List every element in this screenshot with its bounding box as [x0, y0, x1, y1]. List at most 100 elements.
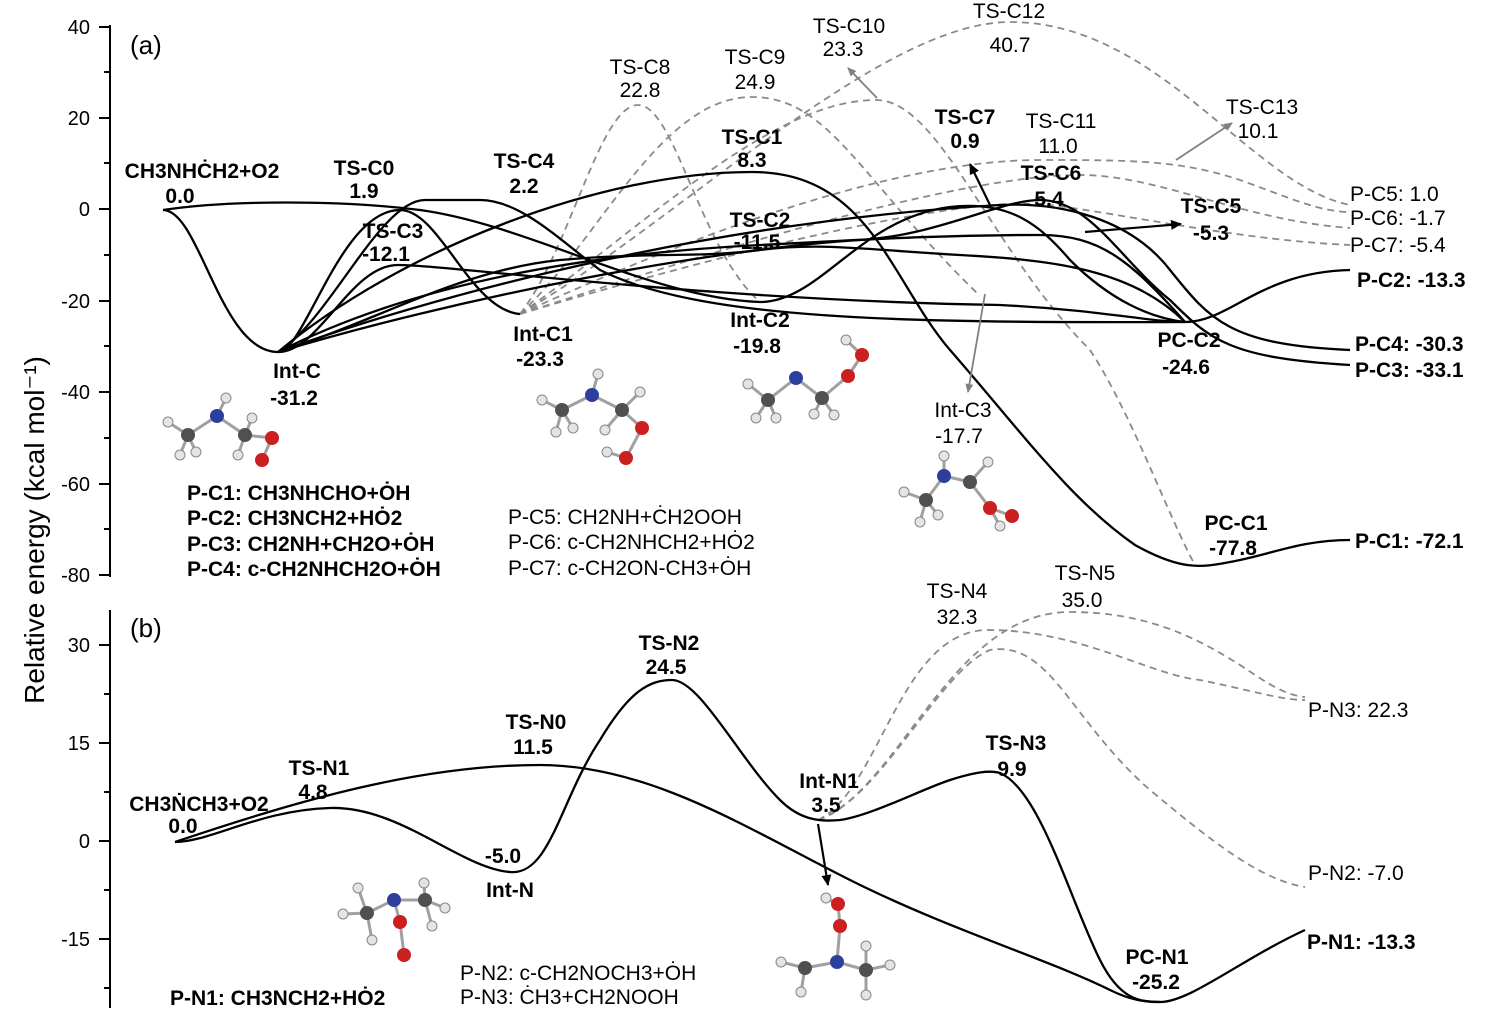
label-ts-c11-value: 11.0: [1038, 135, 1077, 158]
label-ts-c6-value: 5.4: [1034, 188, 1064, 211]
tick-a-0: 0: [79, 199, 90, 221]
label-int-n1-value: 3.5: [811, 794, 841, 817]
label-ts-c2-name: TS-C2: [730, 209, 791, 232]
label-ts-n4-value: 32.3: [937, 606, 978, 629]
tick-b-30: 30: [68, 635, 90, 657]
label-ts-c4-name: TS-C4: [494, 150, 555, 173]
product-p-n2: P-N2: -7.0: [1308, 862, 1404, 885]
label-ts-c4-value: 2.2: [509, 175, 538, 198]
label-reactant-a-name: CH3NHĊH2+O2: [125, 160, 280, 183]
molecule-int-c2: [742, 334, 869, 424]
label-ts-c9-value: 24.9: [735, 71, 776, 94]
panel-a-solid-paths: [162, 170, 1351, 568]
legend-b-bold-1: P-N1: CH3NCH2+HȮ2: [170, 987, 385, 1010]
label-int-c2-value: -19.8: [733, 335, 781, 358]
label-ts-c12-name: TS-C12: [973, 0, 1045, 23]
label-ts-c2-value: -11.5: [734, 231, 781, 254]
molecule-int-n1: [775, 892, 896, 1001]
label-int-c3-value: -17.7: [935, 425, 983, 448]
legend-a-bold-2: P-C2: CH3NCH2+HȮ2: [187, 507, 402, 530]
legend-a-bold-3: P-C3: CH2NH+CH2O+ȮH: [187, 533, 434, 556]
label-pc-n1-value: -25.2: [1132, 971, 1180, 994]
label-ts-c8-value: 22.8: [620, 79, 661, 102]
legend-a-bold-1: P-C1: CH3NHCHO+ȮH: [187, 482, 410, 505]
tick-b-m15: -15: [61, 929, 90, 951]
label-int-c-name: Int-C: [273, 360, 321, 383]
label-pc-c2-value: -24.6: [1162, 356, 1210, 379]
label-pc-c2-name: PC-C2: [1157, 329, 1220, 352]
tick-a-m80: -80: [61, 565, 90, 587]
label-int-c-value: -31.2: [270, 387, 318, 410]
label-ts-c7-value: 0.9: [950, 130, 979, 153]
label-ts-n5-name: TS-N5: [1055, 562, 1116, 585]
label-int-n1-name: Int-N1: [799, 770, 859, 793]
label-ts-c3-value: -12.1: [362, 243, 410, 266]
panel-b-dashed-paths: [817, 611, 1306, 888]
panel-a-arrows: [847, 67, 1233, 393]
legend-a-bold-4: P-C4: c-CH2NHCH2O+ȮH: [187, 558, 441, 581]
label-ts-c1-value: 8.3: [737, 149, 766, 172]
label-ts-n1-value: 4.8: [298, 781, 328, 804]
product-p-c3: P-C3: -33.1: [1355, 359, 1464, 382]
label-int-c1-value: -23.3: [516, 348, 564, 371]
product-p-c1: P-C1: -72.1: [1355, 530, 1464, 553]
tick-b-0: 0: [79, 831, 90, 853]
label-ts-c3-name: TS-C3: [363, 220, 424, 243]
label-ts-c10-value: 23.3: [823, 38, 864, 61]
label-ts-n5-value: 35.0: [1062, 589, 1103, 612]
label-ts-n0-value: 11.5: [513, 736, 553, 759]
panel-b-axis: [99, 610, 111, 1008]
legend-b-plain-1: P-N2: c-CH2NOCH3+ȮH: [460, 962, 696, 985]
panel-b-arrows: [816, 823, 832, 886]
panel-b-solid-paths: [174, 678, 1306, 1004]
label-ts-n3-value: 9.9: [997, 758, 1026, 781]
product-p-n3: P-N3: 22.3: [1308, 699, 1408, 722]
panel-b-tag: (b): [130, 613, 162, 643]
product-p-c7: P-C7: -5.4: [1350, 234, 1446, 257]
label-reactant-a-value: 0.0: [165, 185, 194, 208]
molecule-int-n: [337, 877, 451, 962]
label-ts-c5-value: -5.3: [1193, 222, 1229, 245]
label-ts-n0-name: TS-N0: [506, 711, 567, 734]
label-ts-c9-name: TS-C9: [725, 46, 786, 69]
legend-a-plain-3: P-C7: c-CH2ON-CH3+ȮH: [508, 557, 751, 580]
tick-a-40: 40: [68, 17, 90, 39]
legend-a-plain-2: P-C6: c-CH2NHCH2+HȮ2: [508, 531, 755, 554]
label-ts-c10-name: TS-C10: [813, 15, 885, 38]
tick-a-20: 20: [68, 108, 90, 130]
label-reactant-b-name: CH3ṄCH3+O2: [129, 793, 268, 816]
label-ts-n2-name: TS-N2: [639, 632, 700, 655]
product-p-c2: P-C2: -13.3: [1357, 269, 1466, 292]
label-ts-c5-name: TS-C5: [1181, 195, 1242, 218]
label-ts-n1-name: TS-N1: [289, 757, 350, 780]
label-pc-c1-name: PC-C1: [1204, 512, 1267, 535]
label-ts-c13-name: TS-C13: [1226, 96, 1298, 119]
label-ts-c7-name: TS-C7: [935, 106, 996, 129]
label-int-c1-name: Int-C1: [513, 323, 573, 346]
label-ts-n2-value: 24.5: [646, 656, 687, 679]
product-p-c5: P-C5: 1.0: [1350, 183, 1439, 206]
molecule-int-c1: [536, 368, 649, 465]
legend-a-plain-1: P-C5: CH2NH+ĊH2OOH: [508, 506, 742, 529]
label-int-n-value: -5.0: [485, 845, 521, 868]
tick-a-m40: -40: [61, 382, 90, 404]
label-int-c2-name: Int-C2: [730, 309, 790, 332]
product-p-c6: P-C6: -1.7: [1350, 207, 1446, 230]
product-p-c4: P-C4: -30.3: [1355, 333, 1464, 356]
panel-a-axis: [99, 25, 111, 577]
label-int-n-name: Int-N: [486, 879, 534, 902]
label-pc-n1-name: PC-N1: [1125, 946, 1188, 969]
tick-a-m60: -60: [61, 474, 90, 496]
label-ts-c0-value: 1.9: [349, 180, 378, 203]
label-ts-c11-name: TS-C11: [1026, 110, 1097, 133]
label-ts-c6-name: TS-C6: [1021, 162, 1082, 185]
label-ts-c0-name: TS-C0: [334, 157, 395, 180]
label-ts-n4-name: TS-N4: [927, 580, 988, 603]
label-ts-n3-name: TS-N3: [986, 732, 1047, 755]
label-reactant-b-value: 0.0: [168, 815, 197, 838]
label-ts-c1-name: TS-C1: [722, 126, 783, 149]
molecule-int-c3: [898, 450, 1019, 532]
y-axis-title: Relative energy (kcal mol⁻¹): [19, 356, 50, 704]
label-ts-c13-value: 10.1: [1238, 120, 1279, 143]
